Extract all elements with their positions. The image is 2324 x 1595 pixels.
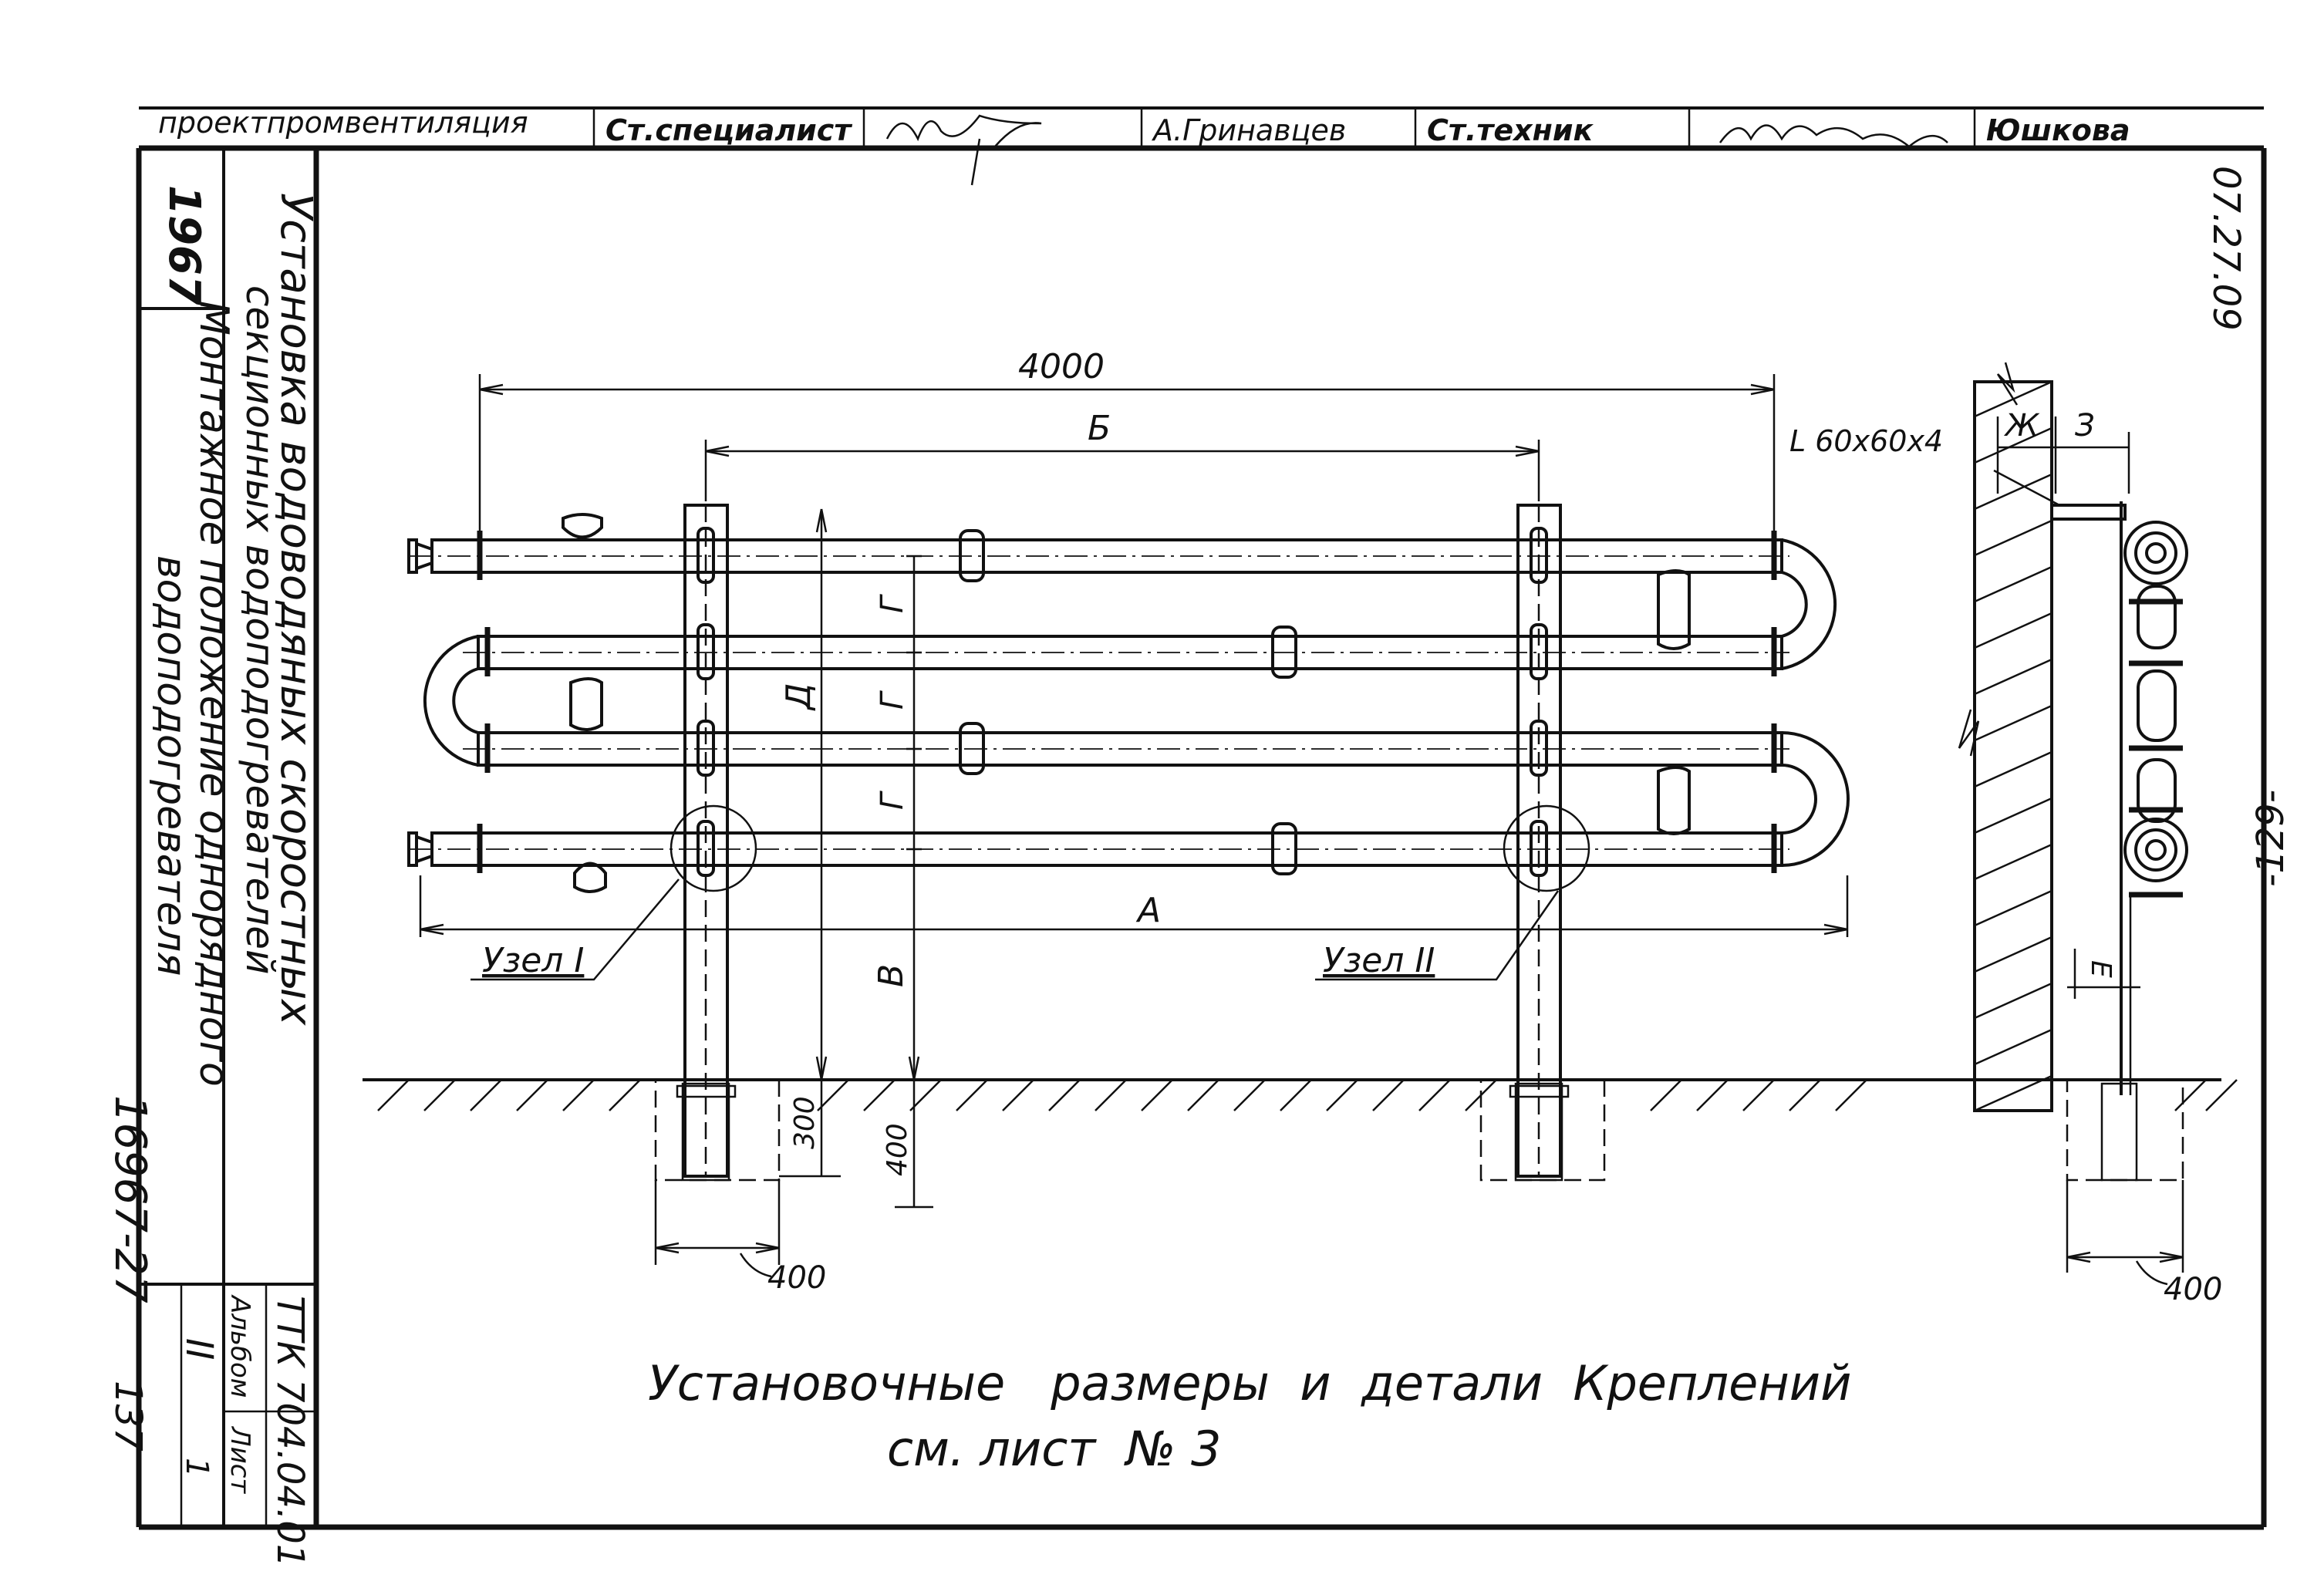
sheet-title-line-1: Установка водоводяных скоростных bbox=[271, 193, 321, 1026]
support-post-left bbox=[676, 504, 737, 1178]
foundation-middle bbox=[1479, 1078, 1606, 1182]
dim-b: Б bbox=[1088, 409, 1111, 448]
signature-1 bbox=[885, 114, 1042, 186]
u-bend-right-upper bbox=[1781, 538, 1837, 670]
nozzle-bottom bbox=[407, 831, 433, 867]
nozzle-top bbox=[407, 538, 433, 574]
foundation-left bbox=[654, 1078, 781, 1182]
sheet-title-line-2: секционных водоподогревателей bbox=[238, 285, 282, 975]
role-2: Ст.техник bbox=[1427, 113, 1594, 147]
sheet-title-line-4: водоподогревателя bbox=[148, 555, 194, 976]
album-number: II bbox=[177, 1338, 221, 1360]
year: 1967 bbox=[159, 185, 209, 305]
date-code: 07.27.09 bbox=[2204, 166, 2248, 331]
sheet-number: 1 bbox=[179, 1458, 214, 1477]
dim-e: Е bbox=[2085, 960, 2117, 978]
name-1: А.Гринавцев bbox=[1151, 113, 1346, 147]
node-2-callout: Узел II bbox=[1315, 804, 1590, 981]
album-label: Альбом bbox=[224, 1294, 255, 1398]
series-code: ТТК 704.04.01 bbox=[268, 1296, 312, 1567]
dim-d: Д bbox=[779, 683, 818, 711]
foundation-right bbox=[2066, 1078, 2184, 1182]
dim-400-vertical: 400 bbox=[882, 1123, 913, 1176]
dim-angle: L 60x60x4 bbox=[1789, 424, 1943, 458]
page-mark: -129- bbox=[2249, 790, 2292, 887]
heater-tubes bbox=[407, 513, 1850, 893]
u-bend-right-lower bbox=[1781, 731, 1850, 867]
sheet-label: Лист bbox=[224, 1425, 255, 1494]
dim-v: В bbox=[872, 964, 911, 987]
org-name: проектпромвентиляция bbox=[158, 106, 528, 140]
dim-400-left: 400 bbox=[767, 1260, 826, 1296]
sheet-title-line-3: Монтажное положение однорядного bbox=[191, 301, 237, 1087]
signature-2 bbox=[1719, 124, 1948, 148]
dim-400-right: 400 bbox=[2164, 1272, 2222, 1307]
note-line-2: см. лист № 3 bbox=[887, 1421, 1221, 1477]
role-1: Ст.специалист bbox=[605, 113, 852, 147]
dim-g2: Г bbox=[875, 690, 910, 710]
dim-300: 300 bbox=[789, 1096, 821, 1149]
support-post-right bbox=[1509, 504, 1570, 1178]
dim-a: А bbox=[1135, 891, 1161, 930]
node-2-label: Узел II bbox=[1323, 941, 1435, 980]
dim-g3: Г bbox=[875, 791, 910, 810]
dim-zh: Ж bbox=[2003, 408, 2040, 443]
u-bend-left bbox=[423, 635, 479, 767]
name-2: Юшкова bbox=[1986, 113, 2130, 147]
drawing-code: 16967-27 bbox=[105, 1095, 155, 1303]
left-title-block: 1967 Установка водоводяных скоростных се… bbox=[105, 185, 321, 1567]
dim-g1: Г bbox=[875, 594, 910, 613]
note-line-1: Установочные размеры и детали Креплений bbox=[648, 1355, 1851, 1411]
sheet-frame bbox=[136, 145, 2267, 1530]
top-title-strip: проектпромвентиляция Ст.специалист А.Гри… bbox=[139, 106, 2264, 186]
node-1-callout: Узел I bbox=[471, 804, 757, 981]
node-1-label: Узел I bbox=[482, 941, 584, 980]
dim-overall: 4000 bbox=[1018, 347, 1105, 386]
dim-z: З bbox=[2075, 408, 2095, 443]
dimensions: 4000 Б А Д Г Г Г В bbox=[419, 347, 2222, 1307]
ground-line bbox=[363, 1078, 2238, 1111]
page-number: 137 bbox=[106, 1381, 150, 1452]
side-view: L 60x60x4 Ж З bbox=[1789, 362, 2188, 1112]
